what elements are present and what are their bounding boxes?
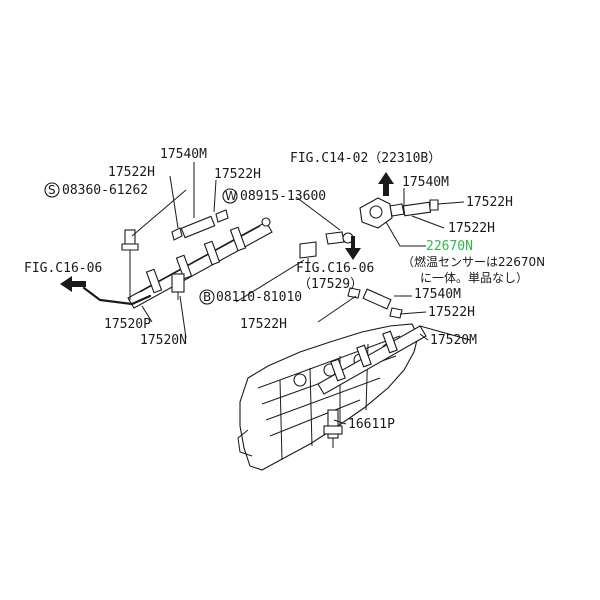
label-17522H-top-left: 17522H — [108, 165, 155, 180]
label-08110-81010: 08110-81010 — [216, 290, 302, 305]
flow-arrows — [60, 172, 394, 292]
label-08360-61262: 08360-61262 — [62, 183, 148, 198]
label-17520M: 17520M — [430, 333, 477, 348]
arrow-up-icon — [378, 172, 394, 196]
label-17520N: 17520N — [140, 333, 187, 348]
arrow-left-icon — [60, 276, 86, 292]
label-17522H-right-a: 17522H — [466, 195, 513, 210]
label-16611P: 16611P — [348, 417, 395, 432]
arrow-down-icon — [345, 236, 361, 260]
pressure-regulator — [299, 197, 439, 266]
label-17522H-right-b: 17522H — [448, 221, 495, 236]
note-line-1: （燃温センサーは22670N — [402, 254, 545, 269]
right-fuel-rail — [317, 287, 471, 448]
prefix-s: S — [48, 183, 56, 197]
label-17520P: 17520P — [104, 317, 151, 332]
label-17540M-mid: 17540M — [414, 287, 461, 302]
circled-prefixes: S W B — [44, 182, 238, 305]
prefix-b: B — [203, 290, 211, 304]
label-08915-13600: 08915-13600 — [240, 189, 326, 204]
leader-lines — [131, 162, 465, 425]
part-labels: 17540M 17522H 17522H 08360-61262 08915-1… — [24, 147, 545, 432]
label-17522H-mid-left: 17522H — [240, 317, 287, 332]
note-line-2: に一体。単品なし） — [420, 271, 528, 285]
label-17522H-mid-right: 17522H — [428, 305, 475, 320]
prefix-w: W — [225, 189, 237, 203]
left-fuel-rail — [82, 209, 273, 309]
label-17540M-top: 17540M — [160, 147, 207, 162]
label-fig-c14-02: FIG.C14-02（22310B） — [290, 151, 441, 166]
label-17540M-right: 17540M — [402, 175, 449, 190]
label-22670N: 22670N — [426, 239, 473, 254]
label-fig-c16-06-mid: FIG.C16-06 — [296, 261, 374, 276]
label-17529: （17529） — [298, 277, 363, 292]
label-17522H-top-right: 17522H — [214, 167, 261, 182]
label-fig-c16-06-left: FIG.C16-06 — [24, 261, 102, 276]
